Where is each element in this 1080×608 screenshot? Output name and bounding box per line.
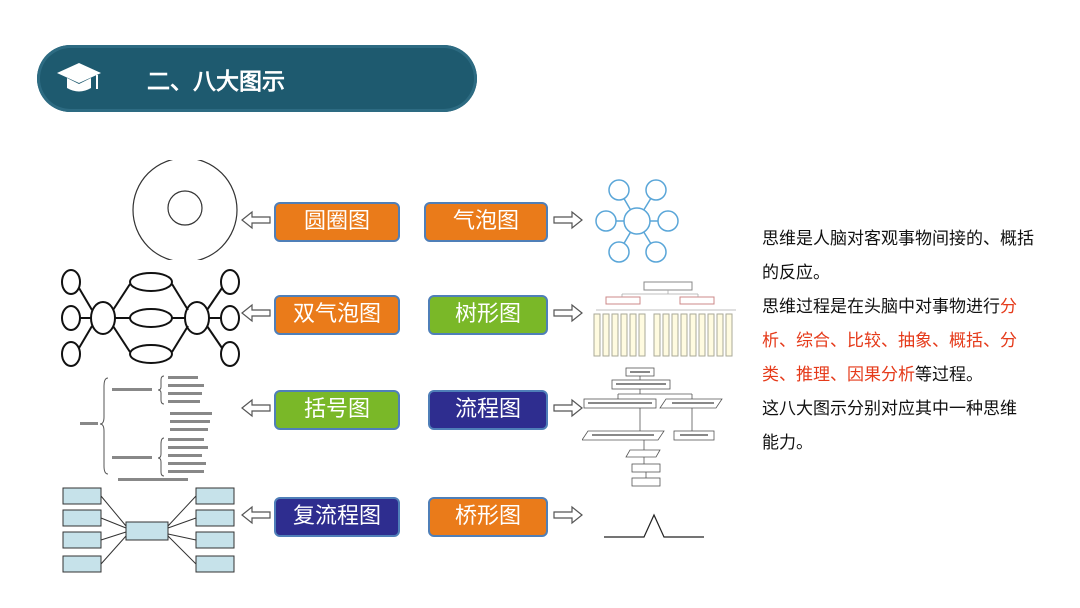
paragraph-process: 思维过程是在头脑中对事物进行分析、综合、比较、抽象、概括、分类、推理、因果分析等… [762, 290, 1032, 392]
double-bubble-figure [61, 269, 240, 367]
double-bubble-label: 双气泡图 [274, 295, 400, 335]
brace-map-figure [80, 375, 212, 481]
explanation-text: 思维是人脑对客观事物间接的、概括的反应。 思维过程是在头脑中对事物进行分析、综合… [762, 222, 1062, 460]
arrow-right-icon [553, 505, 583, 525]
multi-flow-label: 复流程图 [274, 497, 400, 537]
paragraph-definition: 思维是人脑对客观事物间接的、概括的反应。 [762, 229, 1034, 283]
paragraph-summary: 这八大图示分别对应其中一种思维能力。 [762, 399, 1017, 453]
bubble-map-figure [595, 179, 679, 263]
arrow-left-icon [241, 303, 271, 323]
bubble-map-label: 气泡图 [424, 202, 548, 242]
process-highlight: 分析、综合、比较、抽象、概括、分类、推理、因果分析 [762, 297, 1017, 385]
arrow-left-icon [241, 505, 271, 525]
process-suffix: 等过程。 [915, 365, 983, 385]
brace-map-label: 括号图 [274, 390, 400, 430]
circle-map-figure [132, 160, 238, 260]
bridge-map-figure [604, 513, 704, 538]
tree-map-figure [593, 281, 736, 357]
arrow-right-icon [553, 398, 583, 418]
process-prefix: 思维过程是在头脑中对事物进行 [762, 297, 1000, 317]
circle-map-label: 圆圈图 [274, 202, 400, 242]
arrow-right-icon [553, 303, 583, 323]
page-title: 二、八大图示 [147, 69, 285, 95]
tree-map-label: 树形图 [428, 295, 548, 335]
multi-flow-figure [62, 487, 235, 573]
flow-map-label: 流程图 [428, 390, 548, 430]
section-banner: 二、八大图示 [37, 45, 477, 112]
arrow-left-icon [241, 398, 271, 418]
bridge-map-label: 桥形图 [428, 497, 548, 537]
arrow-left-icon [241, 210, 271, 230]
arrow-right-icon [553, 210, 583, 230]
graduation-cap-icon [57, 63, 101, 92]
flow-map-figure [582, 367, 723, 487]
